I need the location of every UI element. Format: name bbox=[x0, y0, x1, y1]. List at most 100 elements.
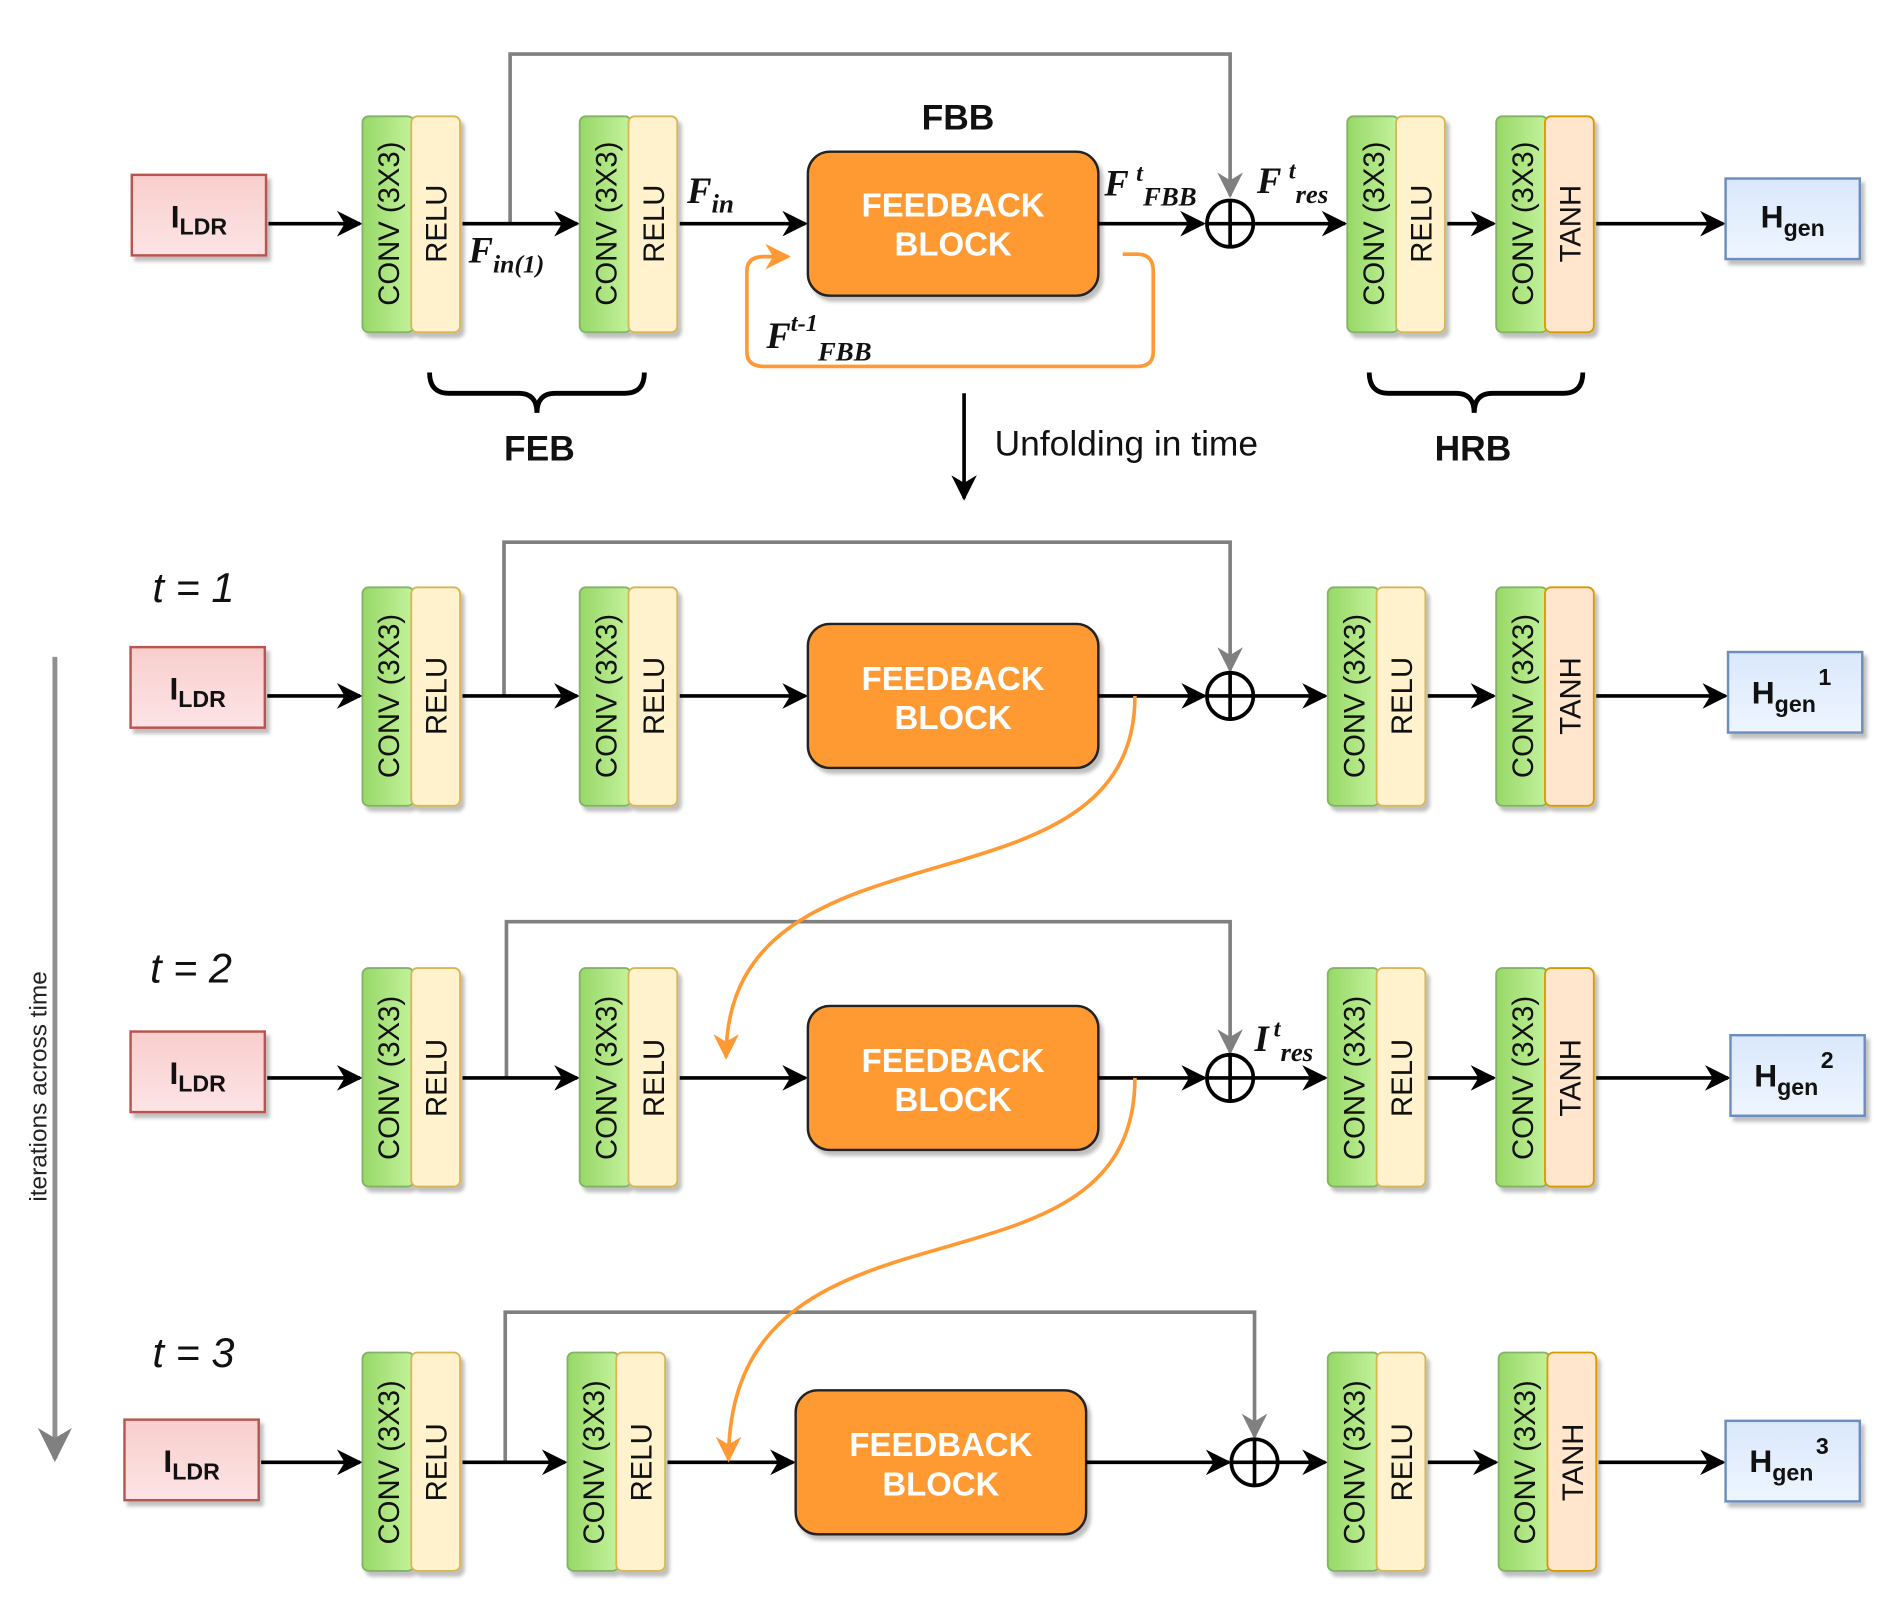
tanh-label: TANH bbox=[1554, 1039, 1587, 1117]
svg-text:Hgen3: Hgen3 bbox=[1749, 1433, 1829, 1486]
relu-label: RELU bbox=[626, 1423, 659, 1501]
svg-text:Hgen2: Hgen2 bbox=[1754, 1047, 1833, 1100]
relu-label: RELU bbox=[421, 185, 454, 263]
svg-text:Hgen1: Hgen1 bbox=[1752, 664, 1832, 717]
conv-relu-layer bbox=[578, 967, 679, 1188]
conv-label: CONV (3X3) bbox=[1338, 614, 1371, 778]
output-hgen-box: Hgen bbox=[1724, 177, 1862, 261]
skip-connection bbox=[504, 919, 1243, 1078]
svg-text:FEEDBACK: FEEDBACK bbox=[862, 660, 1045, 697]
conv-relu-layer bbox=[1326, 967, 1427, 1188]
conv-tanh-layer bbox=[1495, 115, 1595, 334]
feedback-curve-t1-t2 bbox=[713, 695, 1137, 1060]
svg-text:BLOCK: BLOCK bbox=[895, 1081, 1012, 1118]
overview-row: ILDR CONV (3X3) RELU Fin(1) CONV (3X3) R… bbox=[130, 52, 1862, 468]
conv-relu-layer bbox=[361, 1351, 461, 1572]
svg-text:ILDR: ILDR bbox=[163, 1443, 220, 1484]
conv-relu-layer bbox=[578, 115, 679, 334]
skip-connection bbox=[502, 540, 1243, 696]
feedback-loop-arrow bbox=[745, 243, 1156, 369]
tanh-label: TANH bbox=[1554, 185, 1587, 262]
conv-label: CONV (3X3) bbox=[1507, 142, 1540, 306]
conv-label: CONV (3X3) bbox=[373, 142, 406, 306]
relu-label: RELU bbox=[1386, 1423, 1419, 1501]
svg-text:Hgen: Hgen bbox=[1761, 198, 1825, 241]
conv-tanh-layer bbox=[1497, 1351, 1598, 1572]
svg-text:FEEDBACK: FEEDBACK bbox=[862, 186, 1045, 223]
fbb-title: FBB bbox=[922, 99, 995, 138]
conv-tanh-layer bbox=[1495, 586, 1595, 807]
relu-label: RELU bbox=[421, 1423, 454, 1501]
sum-node bbox=[1205, 198, 1256, 249]
output-hgen-box: Hgen1 bbox=[1726, 650, 1864, 734]
sum-node bbox=[1205, 670, 1256, 721]
feedback-block: FEEDBACK BLOCK bbox=[806, 150, 1100, 297]
conv-label: CONV (3X3) bbox=[1358, 142, 1391, 306]
conv-tanh-layer bbox=[1495, 967, 1595, 1188]
conv-label: CONV (3X3) bbox=[590, 996, 623, 1160]
conv-relu-layer bbox=[361, 967, 461, 1188]
conv-label: CONV (3X3) bbox=[1507, 614, 1540, 778]
tanh-label: TANH bbox=[1557, 1424, 1590, 1502]
svg-text:BLOCK: BLOCK bbox=[895, 699, 1012, 736]
conv-label: CONV (3X3) bbox=[590, 614, 623, 778]
time-step-label: t = 2 bbox=[150, 945, 232, 992]
conv-label: CONV (3X3) bbox=[1338, 996, 1371, 1160]
time-step-label: t = 1 bbox=[153, 564, 235, 611]
unrolled-rows: t = 1 ILDR CONV (3X3) RELU CONV (3X3) RELU FEE… bbox=[123, 540, 1866, 1572]
relu-label: RELU bbox=[421, 657, 454, 735]
unfolding-label: Unfolding in time bbox=[995, 425, 1258, 464]
output-hgen-box: Hgen3 bbox=[1724, 1419, 1862, 1503]
row-t1: t = 1 ILDR CONV (3X3) RELU CONV (3X3) RELU FEE… bbox=[129, 540, 1864, 807]
input-ldr-box: ILDR bbox=[129, 1030, 267, 1114]
svg-text:FEEDBACK: FEEDBACK bbox=[849, 1426, 1032, 1463]
conv-label: CONV (3X3) bbox=[1507, 996, 1540, 1160]
relu-label: RELU bbox=[638, 1039, 671, 1117]
input-ldr-box: ILDR bbox=[123, 1418, 260, 1502]
conv-label: CONV (3X3) bbox=[373, 614, 406, 778]
iterations-label: iterations across time bbox=[25, 971, 52, 1201]
conv-label: CONV (3X3) bbox=[578, 1380, 611, 1544]
skip-connection bbox=[508, 52, 1243, 224]
hrb-label: HRB bbox=[1435, 429, 1512, 468]
svg-text:ILDR: ILDR bbox=[169, 671, 226, 712]
hrb-brace bbox=[1366, 372, 1586, 413]
relu-label: RELU bbox=[1386, 657, 1419, 735]
row-t3: t = 3 ILDR CONV (3X3) RELU CONV (3X3) RELU FEE… bbox=[123, 1310, 1862, 1572]
relu-label: RELU bbox=[421, 1039, 454, 1117]
conv-relu-layer bbox=[361, 586, 461, 807]
conv-relu-layer bbox=[1326, 1351, 1427, 1572]
relu-label: RELU bbox=[638, 185, 671, 263]
conv-label: CONV (3X3) bbox=[1509, 1380, 1542, 1544]
feb-brace bbox=[427, 372, 647, 413]
sum-node bbox=[1205, 1052, 1256, 1103]
conv-relu-layer bbox=[578, 586, 679, 807]
svg-text:BLOCK: BLOCK bbox=[895, 225, 1012, 262]
time-step-label: t = 3 bbox=[153, 1329, 235, 1376]
conv-relu-layer bbox=[1346, 115, 1446, 334]
conv-label: CONV (3X3) bbox=[373, 1380, 406, 1544]
sum-node bbox=[1229, 1437, 1280, 1488]
f-tm1-fbb-label: Ft-1FBB bbox=[765, 310, 871, 366]
conv-relu-layer bbox=[1326, 586, 1427, 807]
tanh-label: TANH bbox=[1554, 657, 1587, 735]
f-in-label: Fin bbox=[686, 170, 734, 219]
input-ldr-box: ILDR bbox=[129, 645, 267, 729]
row-t2: t = 2 ILDR CONV (3X3) RELU CONV (3X3) RELU FEE… bbox=[129, 919, 1866, 1188]
svg-text:BLOCK: BLOCK bbox=[882, 1465, 999, 1502]
conv-label: CONV (3X3) bbox=[1338, 1380, 1371, 1544]
f-in1-label: Fin(1) bbox=[468, 230, 545, 279]
svg-text:ILDR: ILDR bbox=[169, 1055, 226, 1096]
svg-text:FEEDBACK: FEEDBACK bbox=[862, 1042, 1045, 1079]
svg-text:ILDR: ILDR bbox=[171, 198, 228, 239]
feedback-curve-t2-t3 bbox=[715, 1077, 1137, 1463]
conv-relu-layer bbox=[361, 115, 461, 334]
conv-label: CONV (3X3) bbox=[373, 996, 406, 1160]
